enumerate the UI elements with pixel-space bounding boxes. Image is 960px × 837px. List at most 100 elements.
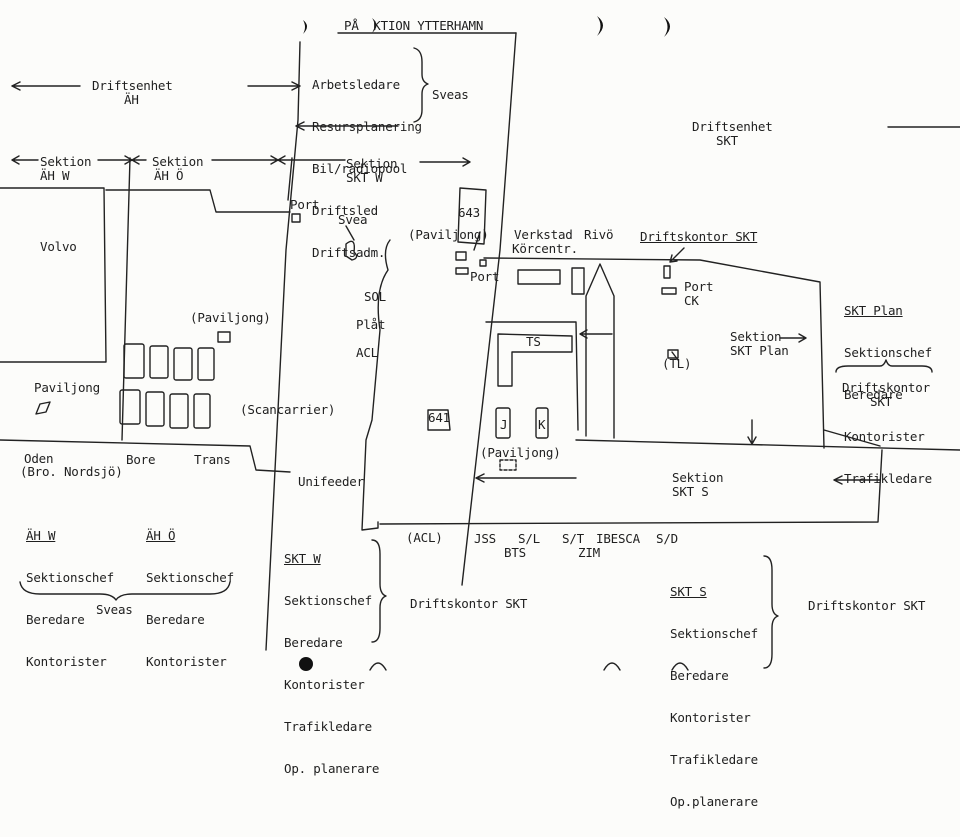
sktplan-staff-item-4: Trafikledare — [844, 471, 932, 486]
port-west-label: Port — [290, 197, 320, 212]
ahw-staff-title: ÄH W — [26, 528, 56, 543]
pointer-lines — [345, 225, 685, 361]
building-643-label: 643 — [458, 205, 480, 220]
verkstad-label: Verkstad — [514, 227, 573, 242]
sd-label: S/D — [656, 531, 678, 546]
diagram-title: PÅ KTION YTTERHAMN — [344, 18, 484, 33]
sektion-sktw-sub: SKT W — [346, 170, 383, 185]
management-item-2: Resursplanering — [312, 119, 422, 134]
boundary-west-diagonal — [265, 41, 301, 651]
acl-label: ACL — [356, 345, 378, 360]
port-mid-label: Port — [470, 269, 500, 284]
boundary-east-diagonal — [461, 32, 517, 586]
pier-triangle — [585, 263, 615, 439]
driftsenhet-ah-label: Driftsenhet — [92, 78, 173, 93]
quay-west — [0, 187, 291, 363]
bro-nordsjo-label: (Bro. Nordsjö) — [20, 464, 123, 479]
oden-label: Oden — [24, 451, 54, 466]
site-plan-diagram: PÅ KTION YTTERHAMN Arbetsledare Resurspl… — [0, 16, 960, 809]
management-bracket — [413, 47, 429, 123]
driftskontor-skt-top-label: Driftskontor SKT — [640, 229, 758, 244]
shoreline-svea — [361, 239, 391, 531]
bore-label: Bore — [126, 452, 156, 467]
paviljong-label-1: (Paviljong) — [408, 227, 489, 242]
punch-marks — [299, 16, 670, 671]
central-buildings — [291, 187, 679, 471]
boundary-ah-divider-2 — [287, 157, 293, 201]
jss-label: JSS — [474, 531, 496, 546]
sktplan-staff-list: SKT Plan Sektionschef Beredare Kontorist… — [844, 276, 932, 514]
boundary-ah-divider-1 — [121, 157, 131, 441]
sktw-staff-list: SKT W Sektionschef Beredare Kontorister … — [284, 524, 379, 804]
driftsenhet-skt-label: Driftsenhet — [692, 119, 773, 134]
site-plan-drawing — [0, 16, 960, 671]
skts-staff-item-4: Trafikledare — [670, 752, 758, 767]
ibesca-label: IBESCA — [596, 531, 640, 546]
quay-east-top — [483, 257, 825, 449]
brace-sktplan — [835, 359, 933, 373]
driftskontor-sktplan-sub: SKT — [870, 394, 892, 409]
paviljong-label-2: (Paviljong) — [190, 310, 271, 325]
ahw-staff-list: ÄH W Sektionschef Beredare Kontorister — [26, 501, 114, 697]
sl-label: S/L — [518, 531, 540, 546]
sveas-bottom-label: Sveas — [96, 602, 133, 617]
aho-staff-item-1: Sektionschef — [146, 570, 234, 585]
bottom-punch-marks — [369, 662, 689, 671]
paviljong-label-3: Paviljong — [34, 380, 100, 395]
driftsenhet-ah-arrow — [11, 81, 301, 91]
svea-label: Svea — [338, 212, 368, 227]
sktw-staff-item-2: Beredare — [284, 635, 343, 650]
management-item-4: Driftsled — [312, 203, 378, 218]
driftskontor-skt-bottom-label: Driftskontor SKT — [410, 596, 528, 611]
sektion-aho-label: Sektion — [152, 154, 204, 169]
paviljong-label-4: (Paviljong) — [480, 445, 561, 460]
quay-bottom — [379, 449, 883, 525]
sektion-sktw-label: Sektion — [346, 156, 398, 171]
building-j-label: J — [500, 417, 508, 432]
management-list: Arbetsledare Resursplanering Bil/radiopo… — [312, 50, 422, 288]
zim-label: ZIM — [578, 545, 600, 560]
sektion-ahw-label: Sektion — [40, 154, 92, 169]
bts-label: BTS — [504, 545, 526, 560]
sktplan-staff-item-1: Sektionschef — [844, 345, 932, 360]
sektion-sktplan-label: Sektion — [730, 329, 782, 344]
shoreline-south-west — [0, 439, 291, 473]
sktw-staff-item-1: Sektionschef — [284, 593, 372, 608]
sktw-staff-title: SKT W — [284, 551, 321, 566]
sektion-ahw-sub: ÄH W — [40, 168, 70, 183]
sktw-staff-item-4: Trafikledare — [284, 719, 372, 734]
warehouse-blocks — [35, 331, 231, 429]
skts-staff-list: SKT S Sektionschef Beredare Kontorister … — [670, 557, 758, 837]
tl-label: (TL) — [662, 356, 692, 371]
sektion-skts-sub: SKT S — [672, 484, 709, 499]
ahw-staff-item-2: Beredare — [26, 612, 85, 627]
trans-label: Trans — [194, 452, 231, 467]
skts-staff-item-3: Kontorister — [670, 710, 751, 725]
brace-sktw — [371, 539, 387, 643]
sektion-sktplan-sub: SKT Plan — [730, 343, 789, 358]
brace-sveas-bottom — [19, 581, 231, 601]
st-label: S/T — [562, 531, 584, 546]
skts-staff-title: SKT S — [670, 584, 707, 599]
driftsenhet-ah-sub: ÄH — [124, 92, 139, 107]
sveas-top-label: Sveas — [432, 87, 469, 102]
sktplan-staff-item-3: Kontorister — [844, 429, 925, 444]
skts-staff-item-1: Sektionschef — [670, 626, 758, 641]
brace-skts — [763, 555, 779, 669]
driftsenhet-skt-sub: SKT — [716, 133, 738, 148]
ahw-staff-item-1: Sektionschef — [26, 570, 114, 585]
port-ck-label: Port — [684, 279, 714, 294]
sol-label: SOL — [364, 289, 386, 304]
aho-staff-item-3: Kontorister — [146, 654, 227, 669]
management-item-1: Arbetsledare — [312, 77, 400, 92]
sektion-aho-sub: ÄH Ö — [154, 168, 184, 183]
building-641-label: 641 — [428, 410, 450, 425]
road-south-east — [575, 439, 960, 451]
management-item-3: Bil/radiopool — [312, 161, 408, 176]
sktw-staff-item-3: Kontorister — [284, 677, 365, 692]
management-item-5: Driftsadm. — [312, 245, 386, 260]
sektion-row-arrows — [11, 155, 471, 167]
aho-staff-title: ÄH Ö — [146, 528, 176, 543]
volvo-label: Volvo — [40, 239, 77, 254]
unifeeder-label: Unifeeder — [298, 474, 364, 489]
